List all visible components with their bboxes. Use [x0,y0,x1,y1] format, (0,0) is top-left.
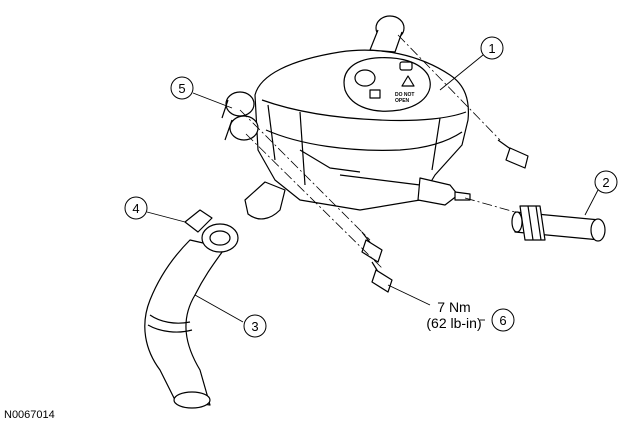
torque-value-lbin: (62 lb-in) [426,315,481,331]
svg-text:2: 2 [602,175,609,190]
lower-hose [144,239,226,409]
callout-5: 5 [170,76,194,100]
torque-value-nm: 7 Nm [437,299,470,315]
callout-3: 3 [243,314,267,338]
upper-hose [511,205,606,242]
assembly-lines [239,34,516,269]
hose-clamp [184,209,239,253]
svg-text:4: 4 [132,201,139,216]
callout-4: 4 [124,196,148,220]
callout-leaders [146,54,599,323]
callout-6: 6 [491,308,515,332]
svg-text:3: 3 [251,319,258,334]
pressure-cap [343,57,431,112]
svg-text:6: 6 [499,313,506,328]
reservoir-outlet [244,181,286,220]
cap-warning-line2: OPEN [395,98,410,104]
callout-2: 2 [594,170,618,194]
callout-1: 1 [480,36,504,60]
level-sensor-connector [417,177,471,206]
svg-text:5: 5 [178,81,185,96]
figure-id: N0067014 [4,409,55,421]
svg-text:1: 1 [488,41,495,56]
bolt-1 [497,139,529,169]
cap-warning-line1: DO NOT [395,92,414,98]
bolts-6 [361,231,393,293]
